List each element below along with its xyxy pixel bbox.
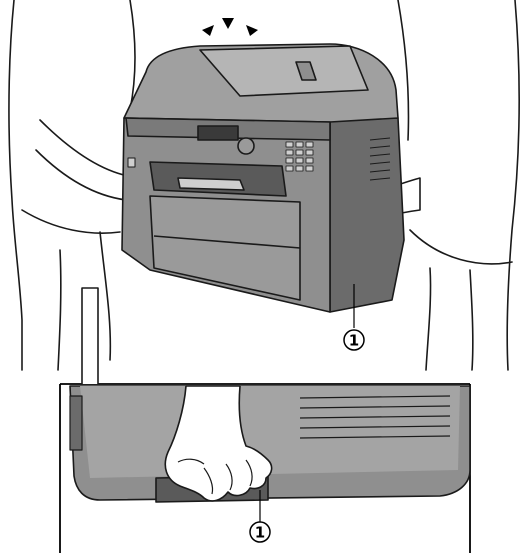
callout-number: 1 [349, 332, 359, 350]
navigator-key [238, 138, 254, 154]
display-screen [198, 126, 238, 140]
printer-side [330, 118, 404, 312]
left-person [9, 0, 135, 370]
power-switch [128, 158, 135, 167]
detail-view [60, 288, 470, 553]
lift-indicator-arrows [202, 18, 258, 36]
callout-number: 1 [255, 524, 265, 542]
printer [122, 44, 404, 312]
